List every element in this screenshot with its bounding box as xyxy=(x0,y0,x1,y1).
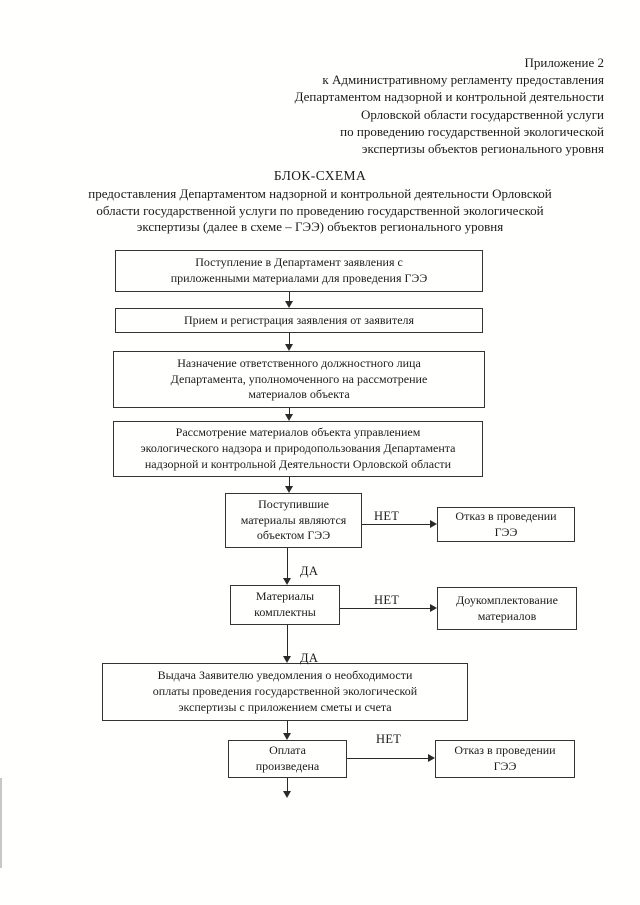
label-yes-1: ДА xyxy=(300,564,319,578)
flow-arrow-down-exit xyxy=(287,778,288,792)
flow-arrow-down-1 xyxy=(289,292,290,302)
label-no-3: НЕТ xyxy=(376,732,402,746)
flow-decision-is-gee-object: Поступившие материалы являются объектом … xyxy=(225,493,362,548)
flow-arrowhead-right-1 xyxy=(430,520,437,528)
flow-box-registration: Прием и регистрация заявления от заявите… xyxy=(115,308,483,333)
flow-arrow-down-yes-2 xyxy=(287,625,288,657)
flow-arrowhead-down-yes-2 xyxy=(283,656,291,663)
appendix-header: Приложение 2 к Административному регламе… xyxy=(294,55,604,157)
scan-artifact xyxy=(0,778,2,868)
flow-box-assign-official: Назначение ответственного должностного л… xyxy=(113,351,485,408)
flow-box-resupply-materials: Доукомплектование материалов xyxy=(437,587,577,630)
flow-arrowhead-down-1 xyxy=(285,301,293,308)
flow-arrow-no-2 xyxy=(340,608,430,609)
flow-arrow-down-2 xyxy=(289,333,290,345)
block-scheme-title: БЛОК-СХЕМА xyxy=(273,168,367,183)
flow-decision-materials-complete: Материалы комплектны xyxy=(230,585,340,625)
flow-arrowhead-down-exit xyxy=(283,791,291,798)
flow-box-materials-review: Рассмотрение материалов объекта управлен… xyxy=(113,421,483,477)
flow-arrowhead-down-yes-1 xyxy=(283,578,291,585)
flow-arrow-no-3 xyxy=(347,758,428,759)
flow-arrowhead-down-3 xyxy=(285,414,293,421)
label-yes-2: ДА xyxy=(300,651,319,665)
block-scheme-subtitle: предоставления Департаментом надзорной и… xyxy=(88,186,552,235)
flow-box-application-receipt: Поступление в Департамент заявления с пр… xyxy=(115,250,483,292)
flow-arrowhead-down-2 xyxy=(285,344,293,351)
flow-arrow-down-5 xyxy=(287,721,288,734)
label-no-2: НЕТ xyxy=(374,593,400,607)
label-no-1: НЕТ xyxy=(374,509,400,523)
flow-arrow-no-1 xyxy=(362,524,430,525)
flow-arrowhead-down-4 xyxy=(285,486,293,493)
flow-arrow-down-3 xyxy=(289,408,290,415)
flow-box-payment-notice: Выдача Заявителю уведомления о необходим… xyxy=(102,663,468,721)
flow-arrowhead-right-2 xyxy=(430,604,437,612)
flow-arrowhead-right-3 xyxy=(428,754,435,762)
flow-box-refusal-2: Отказ в проведении ГЭЭ xyxy=(435,740,575,778)
flow-arrow-down-yes-1 xyxy=(287,548,288,579)
flow-arrowhead-down-5 xyxy=(283,733,291,740)
flow-arrow-down-4 xyxy=(289,477,290,487)
flow-box-refusal-1: Отказ в проведении ГЭЭ xyxy=(437,507,575,542)
flow-decision-payment-done: Оплата произведена xyxy=(228,740,347,778)
